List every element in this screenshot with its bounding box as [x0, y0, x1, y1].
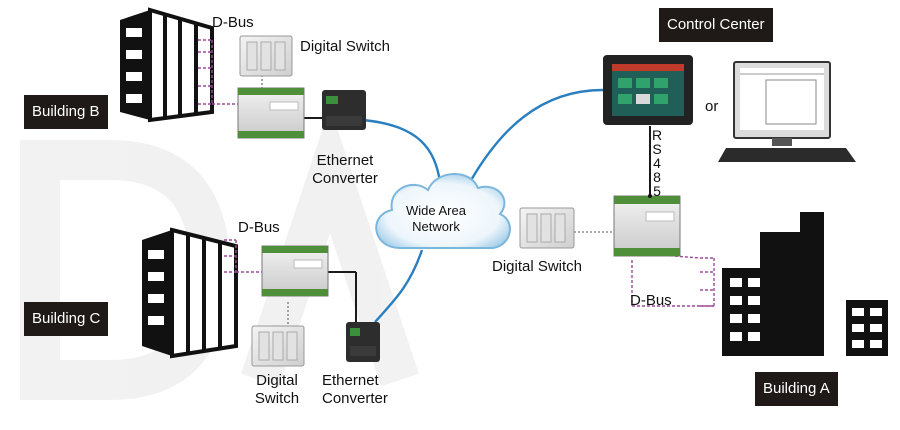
label-rs485: R S 4 8 5: [650, 128, 664, 198]
wan-link-building-c: [374, 249, 424, 323]
tag-building-c: Building C: [24, 302, 109, 336]
computer-icon: [718, 61, 856, 162]
digital-switch-a: [519, 207, 575, 249]
label-or: or: [705, 98, 719, 115]
rs485-port: [648, 194, 652, 198]
ethernet-converter-b: [322, 90, 366, 130]
digital-switch-c: [251, 325, 305, 367]
rs485-char-3: 4: [653, 155, 661, 171]
controller-module-a: [613, 195, 681, 257]
label-digital-switch-top: Digital Switch: [300, 38, 391, 55]
building-c-icon: [142, 227, 238, 359]
label-dbus-mid: D-Bus: [238, 219, 280, 236]
tag-building-a: Building A: [755, 372, 838, 406]
wan-cloud: [375, 173, 511, 250]
tag-control-center: Control Center: [659, 8, 773, 42]
label-ethernet-converter-bottom-line2: Converter: [322, 390, 388, 407]
rs485-char-5: 5: [653, 183, 661, 199]
label-ethernet-converter-top-line2: Converter: [312, 170, 378, 187]
label-ethernet-converter-bottom: Ethernet Converter: [322, 372, 388, 408]
wan-link-control-center: [468, 88, 604, 183]
controller-module-c: [261, 245, 329, 297]
rs485-char-1: R: [651, 127, 663, 143]
label-digital-switch-right: Digital Switch: [492, 258, 583, 275]
ethernet-converter-c: [346, 322, 380, 362]
label-ethernet-converter-top: Ethernet Converter: [300, 152, 390, 188]
label-ethernet-converter-bottom-line1: Ethernet: [322, 372, 379, 389]
label-dbus-right: D-Bus: [630, 292, 672, 309]
wan-link-building-b: [361, 118, 442, 183]
label-wan: Wide Area Network: [396, 203, 476, 235]
label-ethernet-converter-top-line1: Ethernet: [316, 152, 374, 169]
building-a-icon: [722, 212, 888, 356]
label-digital-switch-bottom-line1: Digital: [256, 372, 298, 389]
label-digital-switch-bottom: Digital Switch: [246, 372, 308, 408]
rs485-char-4: 8: [653, 169, 661, 185]
label-wan-line2: Network: [412, 219, 460, 234]
label-dbus-top: D-Bus: [212, 14, 254, 31]
switch-links: [261, 75, 614, 326]
controller-module-b: [237, 87, 305, 139]
tag-building-b: Building B: [24, 95, 108, 129]
label-digital-switch-bottom-line2: Switch: [254, 390, 300, 407]
touch-panel: [603, 55, 693, 125]
label-wan-line1: Wide Area: [406, 203, 466, 218]
wires: [302, 117, 651, 322]
building-b-icon: [120, 7, 214, 123]
rs485-char-2: S: [652, 141, 662, 157]
digital-switch-b: [239, 35, 293, 77]
wan-links: [361, 88, 604, 323]
